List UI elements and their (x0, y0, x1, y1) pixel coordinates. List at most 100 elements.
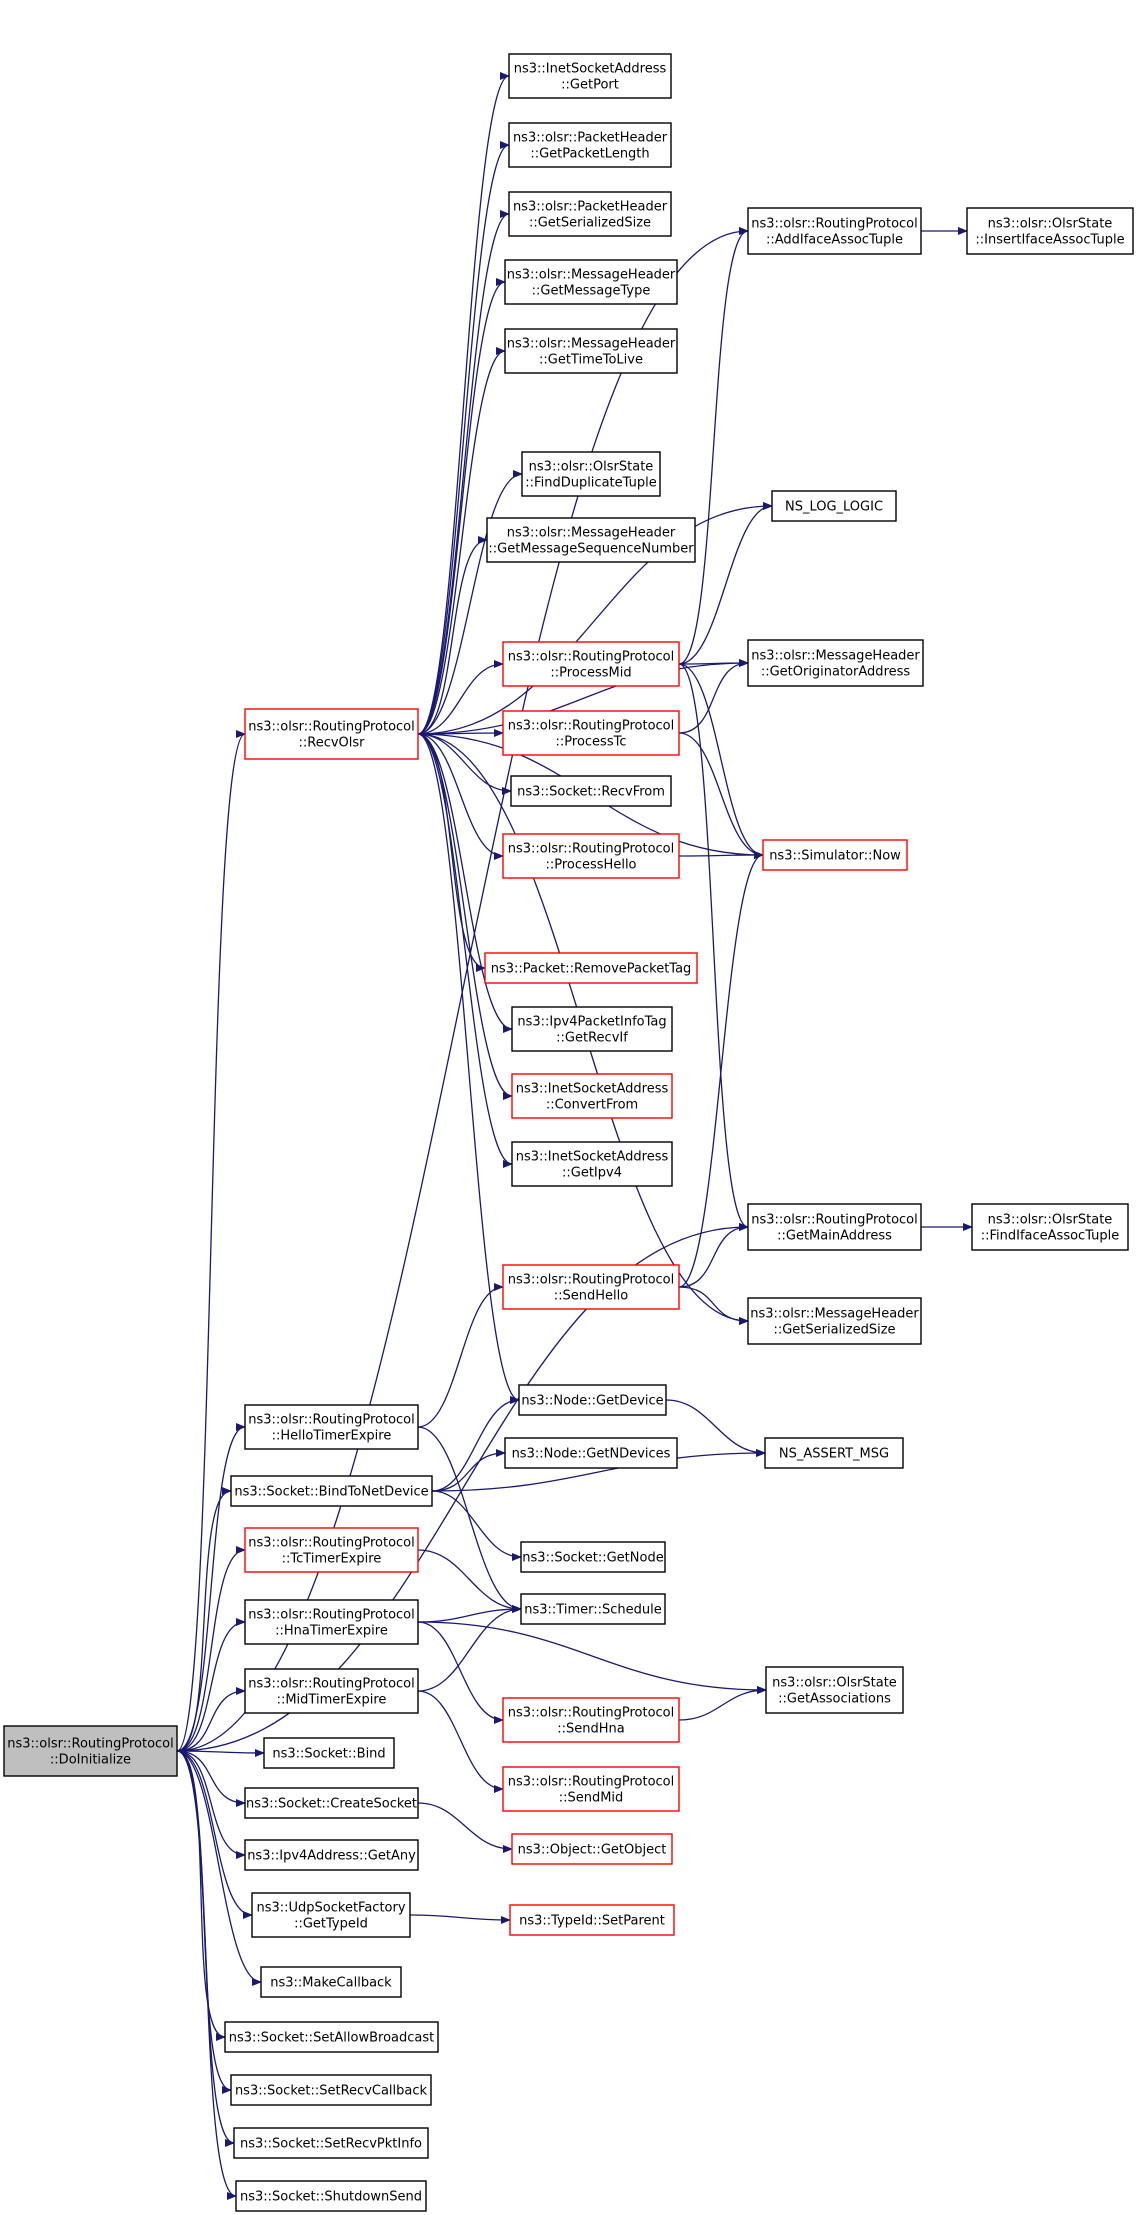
node-midtimerexpire[interactable]: ns3::olsr::RoutingProtocol::MidTimerExpi… (244, 1668, 419, 1714)
node-getobject[interactable]: ns3::Object::GetObject (511, 1833, 673, 1865)
node-label: ::GetTypeId (294, 1917, 368, 1932)
node-bindtonetdevice[interactable]: ns3::Socket::BindToNetDevice (230, 1475, 433, 1507)
node-box (486, 517, 696, 563)
node-tctimerexpire[interactable]: ns3::olsr::RoutingProtocol::TcTimerExpir… (244, 1527, 419, 1573)
node-box (502, 641, 680, 687)
node-getndevices[interactable]: ns3::Node::GetNDevices (504, 1437, 678, 1469)
node-getoriginatoraddress[interactable]: ns3::olsr::MessageHeader::GetOriginatorA… (747, 639, 924, 687)
node-ns_log_logic[interactable]: NS_LOG_LOGIC (771, 490, 897, 522)
edge-doinit-to-getmainaddress (176, 1223, 749, 1752)
node-removepackettag[interactable]: ns3::Packet::RemovePacketTag (484, 952, 698, 984)
node-getmsgseqnum[interactable]: ns3::olsr::MessageHeader::GetMessageSequ… (486, 517, 696, 563)
node-makecallback[interactable]: ns3::MakeCallback (260, 1966, 402, 1998)
node-box (244, 1599, 419, 1645)
node-label: ns3::olsr::MessageHeader (507, 526, 676, 541)
node-sendhello[interactable]: ns3::olsr::RoutingProtocol::SendHello (502, 1264, 680, 1310)
node-hnatimerexpire[interactable]: ns3::olsr::RoutingProtocol::HnaTimerExpi… (244, 1599, 419, 1645)
node-box (244, 1787, 419, 1819)
node-processtc[interactable]: ns3::olsr::RoutingProtocol::ProcessTc (502, 710, 680, 756)
node-box (3, 1725, 178, 1777)
node-box (502, 710, 680, 756)
node-label: ns3::InetSocketAddress (516, 1150, 669, 1165)
node-processhello[interactable]: ns3::olsr::RoutingProtocol::ProcessHello (502, 833, 680, 879)
node-box (224, 2021, 439, 2053)
node-label: ns3::Ipv4Address::GetAny (247, 1849, 416, 1864)
edge-sendhna-to-getassociations (678, 1686, 767, 1721)
node-getrecvif[interactable]: ns3::Ipv4PacketInfoTag::GetRecvIf (511, 1006, 673, 1052)
edge-createsocket-to-getobject (417, 1802, 513, 1853)
node-udpgettypeid[interactable]: ns3::UdpSocketFactory::GetTypeId (251, 1892, 411, 1938)
node-insertifaceassoctuple[interactable]: ns3::olsr::OlsrState::InsertIfaceAssocTu… (966, 207, 1134, 255)
node-getipv4[interactable]: ns3::InetSocketAddress::GetIpv4 (511, 1141, 673, 1187)
edge-doinit-to-midtimerexpire (176, 1687, 246, 1752)
node-getany[interactable]: ns3::Ipv4Address::GetAny (244, 1839, 419, 1871)
node-shutdownsend[interactable]: ns3::Socket::ShutdownSend (235, 2180, 427, 2212)
node-box (233, 2127, 429, 2159)
node-label: NS_ASSERT_MSG (779, 1447, 889, 1462)
node-label: ns3::olsr::RoutingProtocol (248, 1608, 415, 1623)
node-label: ::GetSerializedSize (529, 216, 651, 231)
node-label: ns3::Timer::Schedule (524, 1603, 661, 1618)
node-box (508, 191, 672, 237)
node-label: ns3::olsr::MessageHeader (751, 649, 920, 664)
node-label: ns3::olsr::RoutingProtocol (508, 719, 675, 734)
node-socketgetnode[interactable]: ns3::Socket::GetNode (520, 1541, 666, 1573)
node-sendmid[interactable]: ns3::olsr::RoutingProtocol::SendMid (502, 1766, 680, 1812)
node-convertfrom[interactable]: ns3::InetSocketAddress::ConvertFrom (511, 1073, 673, 1119)
node-getassociations[interactable]: ns3::olsr::OlsrState::GetAssociations (765, 1666, 904, 1714)
edge-doinit-to-makecallback (176, 1750, 262, 1986)
node-ph_getserializedsize[interactable]: ns3::olsr::PacketHeader::GetSerializedSi… (508, 191, 672, 237)
node-box (518, 1384, 667, 1416)
node-getmainaddress[interactable]: ns3::olsr::RoutingProtocol::GetMainAddre… (747, 1203, 922, 1251)
node-socketbind[interactable]: ns3::Socket::Bind (263, 1737, 395, 1769)
node-setallowbroadcast[interactable]: ns3::Socket::SetAllowBroadcast (224, 2021, 439, 2053)
node-box (521, 451, 661, 497)
node-ns_assert_msg[interactable]: NS_ASSERT_MSG (764, 1437, 904, 1469)
node-label: ns3::olsr::RoutingProtocol (248, 1536, 415, 1551)
node-addifaceassoctuple[interactable]: ns3::olsr::RoutingProtocol::AddIfaceAsso… (747, 207, 922, 255)
node-findifaceassoctuple[interactable]: ns3::olsr::OlsrState::FindIfaceAssocTupl… (971, 1203, 1129, 1251)
node-gettimetolive[interactable]: ns3::olsr::MessageHeader::GetTimeToLive (504, 328, 678, 374)
node-getport[interactable]: ns3::InetSocketAddress::GetPort (508, 53, 672, 99)
node-box (747, 207, 922, 255)
edge-recvolsr-to-getoriginatoraddress (417, 659, 749, 735)
node-box (511, 1833, 673, 1865)
edge-recvolsr-to-getmsgseqnum (417, 536, 488, 735)
node-hellotimerexpire[interactable]: ns3::olsr::RoutingProtocol::HelloTimerEx… (244, 1404, 419, 1450)
node-createsocket[interactable]: ns3::Socket::CreateSocket (244, 1787, 419, 1819)
node-box (230, 2074, 432, 2106)
edge-recvolsr-to-getport (417, 72, 510, 735)
node-box (244, 1668, 419, 1714)
node-label: ns3::UdpSocketFactory (256, 1901, 405, 1916)
node-nodegetdevice[interactable]: ns3::Node::GetDevice (518, 1384, 667, 1416)
node-sendhna[interactable]: ns3::olsr::RoutingProtocol::SendHna (502, 1697, 680, 1743)
edge-doinit-to-socketbind (176, 1748, 265, 1757)
node-recvolsr[interactable]: ns3::olsr::RoutingProtocol::RecvOlsr (244, 708, 419, 760)
node-processmid[interactable]: ns3::olsr::RoutingProtocol::ProcessMid (502, 641, 680, 687)
node-label: NS_LOG_LOGIC (785, 500, 883, 515)
node-label: ::GetOriginatorAddress (761, 665, 911, 680)
node-setrecvpktinfo[interactable]: ns3::Socket::SetRecvPktInfo (233, 2127, 429, 2159)
node-timerschedule[interactable]: ns3::Timer::Schedule (520, 1593, 666, 1625)
node-setparent[interactable]: ns3::TypeId::SetParent (509, 1904, 675, 1936)
edge-recvolsr-to-getpacketlength (417, 141, 510, 735)
node-label: ns3::olsr::RoutingProtocol (248, 1677, 415, 1692)
node-label: ns3::olsr::RoutingProtocol (508, 1706, 675, 1721)
edge-doinit-to-tctimerexpire (176, 1546, 246, 1752)
node-getmessagetype[interactable]: ns3::olsr::MessageHeader::GetMessageType (504, 259, 678, 305)
node-box (504, 1437, 678, 1469)
node-box (764, 1437, 904, 1469)
edge-layer (176, 72, 973, 2200)
node-label: ns3::olsr::PacketHeader (513, 131, 668, 146)
node-label: ::GetMessageType (532, 284, 651, 299)
node-getpacketlength[interactable]: ns3::olsr::PacketHeader::GetPacketLength (508, 122, 672, 168)
node-simulatornow[interactable]: ns3::Simulator::Now (762, 839, 908, 871)
node-box (747, 639, 924, 687)
node-setrecvcallback[interactable]: ns3::Socket::SetRecvCallback (230, 2074, 432, 2106)
edge-doinit-to-createsocket (176, 1750, 246, 1807)
node-mh_getserializedsize[interactable]: ns3::olsr::MessageHeader::GetSerializedS… (747, 1297, 922, 1345)
node-recvfrom[interactable]: ns3::Socket::RecvFrom (510, 775, 672, 807)
node-findduplicatetuple[interactable]: ns3::olsr::OlsrState::FindDuplicateTuple (521, 451, 661, 497)
node-label: ns3::olsr::MessageHeader (507, 268, 676, 283)
node-label: ns3::Socket::BindToNetDevice (234, 1485, 428, 1500)
